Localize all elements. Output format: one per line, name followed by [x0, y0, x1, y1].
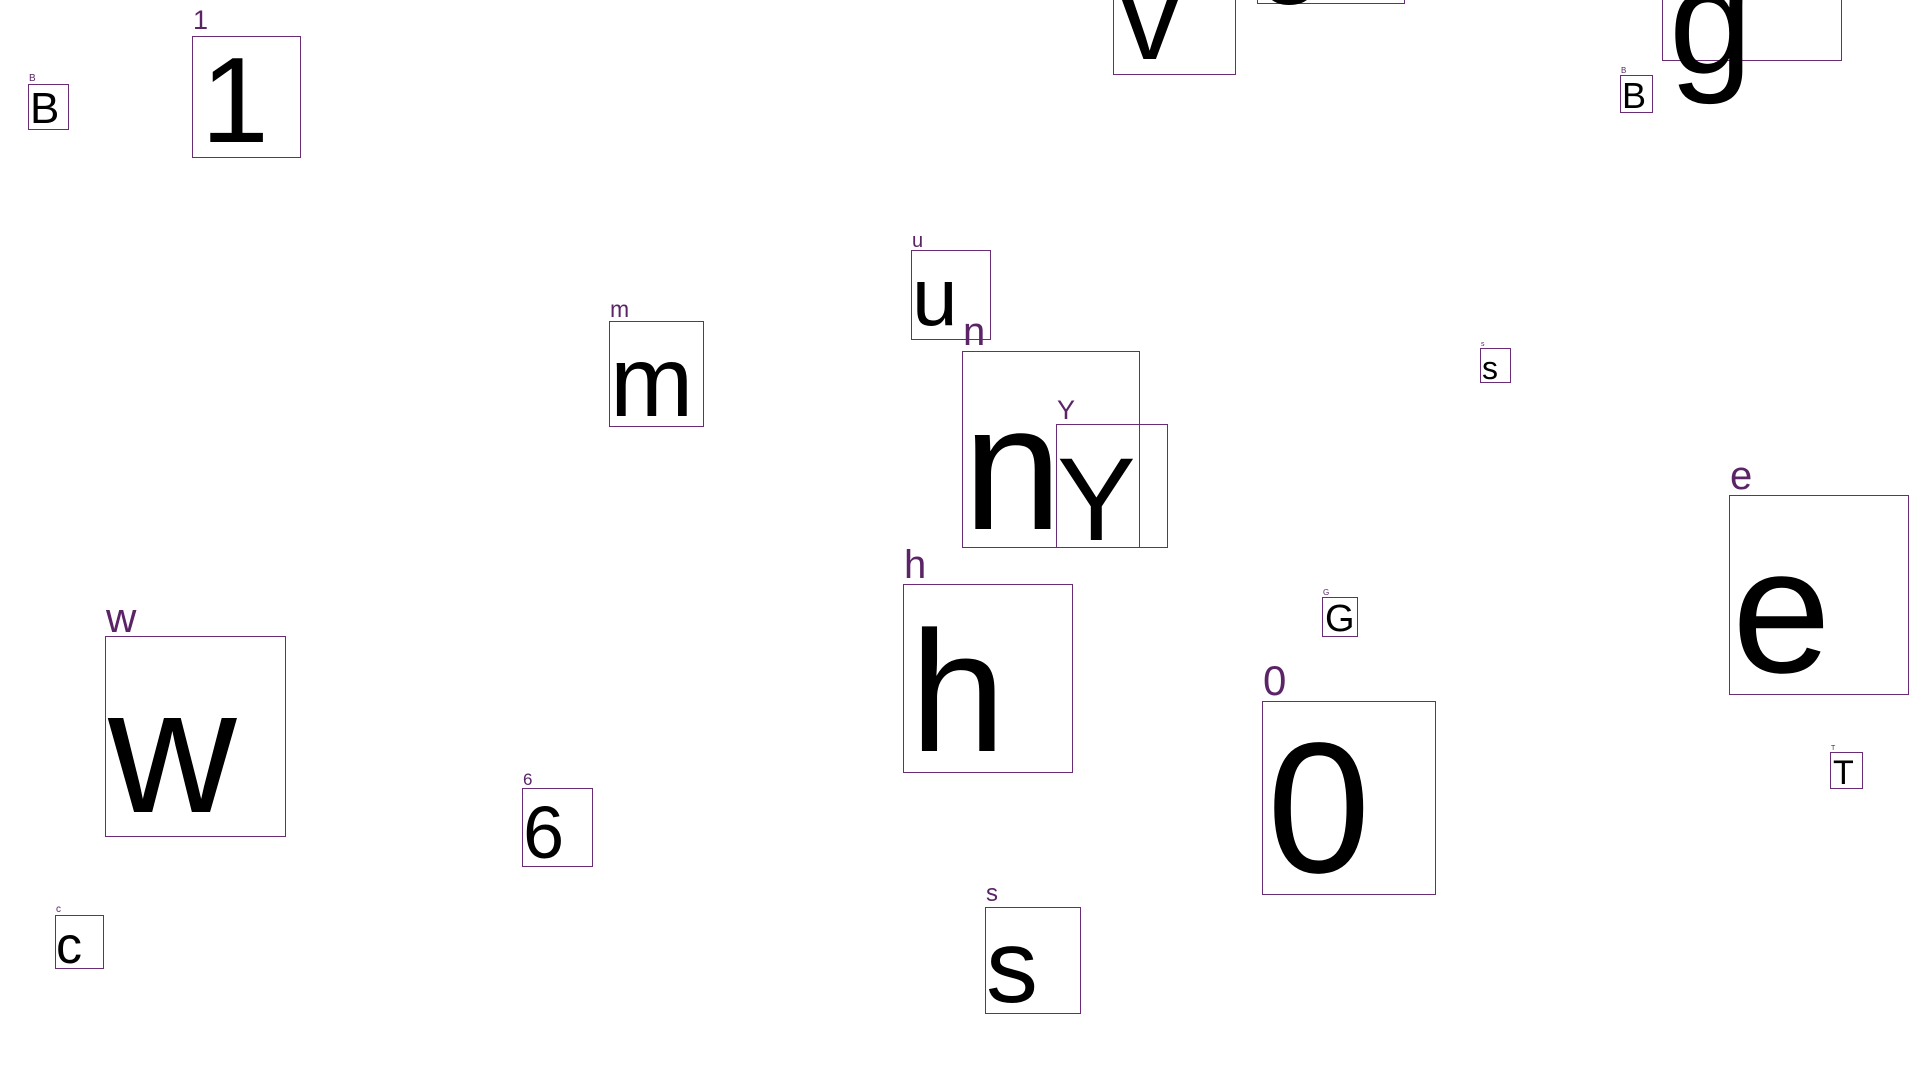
- glyph-char: G: [1325, 598, 1355, 640]
- glyph-box-g: g: [1662, 0, 1842, 96]
- glyph-box-y: Y Y: [1056, 397, 1168, 559]
- glyph-box-n: n n: [962, 312, 1140, 557]
- glyph-char: g: [1669, 0, 1753, 105]
- glyph-char: o: [1256, 0, 1323, 23]
- glyph-label: Y: [1057, 395, 1076, 425]
- glyph-label: 6: [523, 770, 533, 789]
- glyph-char: m: [610, 326, 694, 438]
- glyph-label: G: [1323, 588, 1330, 597]
- glyph-char: 0: [1267, 705, 1371, 912]
- glyph-box-g-upper: G G: [1322, 589, 1358, 640]
- glyph-char: c: [56, 917, 82, 975]
- glyph-label: T: [1831, 745, 1836, 752]
- glyph-char: B: [1622, 75, 1647, 116]
- glyph-char: n: [963, 368, 1062, 567]
- glyph-label: B: [1621, 66, 1627, 75]
- glyph-box-b-right: B B: [1620, 67, 1653, 116]
- glyph-label: B: [29, 73, 36, 84]
- glyph-box-e: e e: [1729, 456, 1909, 700]
- glyph-label: s: [986, 880, 998, 907]
- glyph-label: e: [1730, 454, 1753, 498]
- glyph-label: n: [963, 310, 986, 354]
- glyph-box-m: m m: [609, 298, 704, 432]
- glyph-box-w: w w: [105, 597, 286, 850]
- glyph-label: u: [912, 230, 924, 252]
- glyph-char: h: [910, 596, 1006, 788]
- glyph-char: v: [1120, 0, 1180, 85]
- glyph-box-s-small: s s: [1480, 341, 1511, 386]
- glyph-box-b-left: B B: [28, 74, 69, 133]
- glyph-box-t: T T: [1830, 745, 1863, 792]
- glyph-box-0: 0 0: [1262, 660, 1436, 902]
- glyph-box-6: 6 6: [522, 771, 593, 874]
- glyph-box-u: u u: [911, 231, 991, 343]
- glyph-char: 1: [201, 32, 269, 168]
- glyph-char: u: [912, 252, 958, 343]
- glyph-box-s-large: s s: [985, 882, 1081, 1019]
- glyph-box-h: h h: [903, 545, 1073, 778]
- glyph-char: T: [1833, 754, 1854, 792]
- glyph-label: w: [106, 594, 137, 641]
- glyph-label: c: [56, 904, 61, 915]
- glyph-label: 1: [193, 5, 209, 35]
- glyph-box-c: c c: [55, 905, 104, 975]
- glyph-box-1: 1 1: [192, 7, 301, 168]
- glyph-label: s: [1481, 341, 1485, 348]
- glyph-label: 0: [1263, 657, 1287, 704]
- glyph-char: s: [986, 909, 1038, 1025]
- glyph-char: w: [108, 651, 237, 850]
- glyph-char: e: [1732, 511, 1831, 710]
- glyph-char: Y: [1057, 434, 1136, 566]
- glyph-label: h: [904, 543, 927, 587]
- glyph-char: B: [30, 84, 60, 133]
- glyph-box-v: v: [1113, 0, 1236, 85]
- glyph-box-o: o: [1256, 0, 1405, 23]
- glyph-char: s: [1482, 350, 1498, 386]
- glyph-char: 6: [523, 791, 565, 874]
- glyph-label: m: [610, 296, 630, 322]
